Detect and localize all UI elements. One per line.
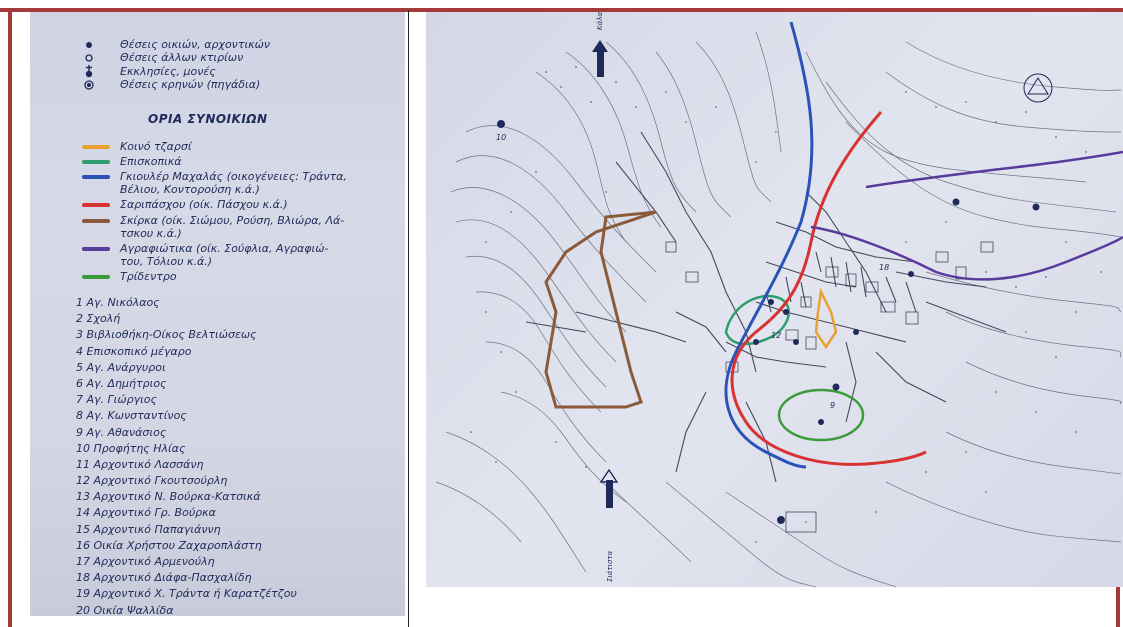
building-blocks <box>665 241 994 533</box>
south-arrow <box>599 468 619 508</box>
legend-panel: Θέσεις οικιών, αρχοντικών Θέσεις άλλων κ… <box>30 12 405 616</box>
neighborhood-label: Τρίδεντρο <box>120 270 177 283</box>
town-map: Κάλαρ. Κόζάνη Σιάτιστα 10 18 12 9 <box>435 12 1123 587</box>
boundary-saripaschou <box>730 111 927 466</box>
map-number: 18 <box>879 263 889 272</box>
legend-heading: ΟΡΙΑ ΣΥΝΟΙΚΙΩΝ <box>148 112 268 126</box>
legend-symbol-label: Θέσεις οικιών, αρχοντικών <box>120 38 271 51</box>
north-arrow-label: Κάλαρ. Κόζάνη <box>596 12 604 30</box>
place-item: 20 Οικία Ψαλλίδα <box>76 603 174 616</box>
place-item: 5 Αγ. Ανάργυροι <box>76 360 166 374</box>
boundary-tridentro <box>777 388 865 442</box>
place-item: 14 Αρχοντικό Γρ. Βούρκα <box>76 506 216 520</box>
place-item: 2 Σχολή <box>76 312 121 326</box>
place-item: 19 Αρχοντικό Χ. Τράντα ή Καρατζέτζου <box>76 587 297 601</box>
swatch-tridentro <box>82 275 110 279</box>
map-number: 10 <box>496 133 506 142</box>
swatch-koino-tzarsi <box>82 145 110 149</box>
frame-left <box>8 8 12 627</box>
boundary-giouler-machalas <box>724 21 814 469</box>
place-item: 13 Αρχοντικό Ν. Βούρκα-Κατσικά <box>76 490 261 504</box>
vegetation-dots <box>470 66 1102 543</box>
street-network <box>525 131 1007 483</box>
neighborhood-label: Επισκοπικά <box>120 155 182 168</box>
map-markers <box>497 120 1040 524</box>
place-item: 7 Αγ. Γιώργιος <box>76 393 157 407</box>
neighborhood-label: Αγραφιώτικα (οίκ. Σούφλια, Αγραφιώ- <box>120 242 329 255</box>
neighborhood-label: Σαριπάσχου (οίκ. Πάσχου κ.ά.) <box>120 198 288 211</box>
map-panel: Κάλαρ. Κόζάνη Σιάτιστα 10 18 12 9 <box>426 12 1123 587</box>
place-item: 9 Αγ. Αθανάσιος <box>76 425 167 439</box>
place-item: 8 Αγ. Κωνσταντίνος <box>76 409 187 423</box>
place-item: 3 Βιβλιοθήκη-Οίκος Βελτιώσεως <box>76 328 257 342</box>
frame-top <box>0 8 1123 12</box>
swatch-skirka <box>82 219 110 223</box>
place-item: 4 Επισκοπικό μέγαρο <box>76 344 192 358</box>
place-item: 16 Οικία Χρήστου Ζαχαροπλάστη <box>76 538 262 552</box>
south-arrow-label: Σιάτιστα <box>606 550 614 582</box>
place-item: 11 Αρχοντικό Λασσάνη <box>76 457 204 471</box>
boundary-skirka <box>544 210 657 409</box>
neighborhood-label: Κοινό τζαρσί <box>120 140 192 153</box>
legend-symbol-label: Θέσεις κρηνών (πηγάδια) <box>120 78 261 91</box>
place-item: 18 Αρχοντικό Διάφα-Πασχαλίδη <box>76 571 252 585</box>
hollow-dot-icon <box>82 51 96 65</box>
swatch-episkopika <box>82 160 110 164</box>
compass-triangle-icon <box>1023 73 1053 103</box>
boundary-agrafiotika-north <box>865 150 1123 189</box>
neighborhood-label: Γκιουλέρ Μαχαλάς (οικογένειες: Τράντα, <box>120 170 347 183</box>
place-item: 10 Προφήτης Ηλίας <box>76 441 186 455</box>
north-arrow <box>592 40 608 77</box>
place-item: 12 Αρχοντικό Γκουτσούρλη <box>76 474 228 488</box>
swatch-agrafiotika <box>82 247 110 251</box>
map-number: 9 <box>830 401 835 410</box>
place-item: 17 Αρχοντικό Αρμενούλη <box>76 555 215 568</box>
place-list: 1 Αγ. Νικόλαος 2 Σχολή 3 Βιβλιοθήκη-Οίκο… <box>76 296 297 616</box>
neighborhood-label-cont: του, Τόλιου κ.ά.) <box>120 255 213 268</box>
legend-symbol-label: Εκκλησίες, μονές <box>120 65 216 78</box>
well-icon <box>82 78 96 92</box>
swatch-giouler-machalas <box>82 175 110 179</box>
place-item: 15 Αρχοντικό Παπαγιάννη <box>76 522 221 536</box>
boundary-koino-tzarsi <box>814 287 838 350</box>
map-number: 12 <box>771 331 781 340</box>
filled-dot-icon <box>82 38 96 52</box>
legend-symbol-label: Θέσεις άλλων κτιρίων <box>120 51 244 64</box>
swatch-saripaschou <box>82 203 110 207</box>
place-item: 1 Αγ. Νικόλαος <box>76 296 160 309</box>
church-icon <box>82 64 96 78</box>
neighborhood-label: Σκίρκα (οίκ. Σιώμου, Ρούση, Βλιώρα, Λά- <box>120 214 345 227</box>
panel-divider <box>408 10 409 627</box>
neighborhood-label-cont: τσκου κ.ά.) <box>120 227 182 240</box>
boundary-agrafiotika <box>810 225 1123 281</box>
place-item: 6 Αγ. Δημήτριος <box>76 376 167 390</box>
contour-lines <box>435 31 1122 587</box>
neighborhood-label-cont: Βέλιου, Κοντορούση κ.ά.) <box>120 183 260 196</box>
